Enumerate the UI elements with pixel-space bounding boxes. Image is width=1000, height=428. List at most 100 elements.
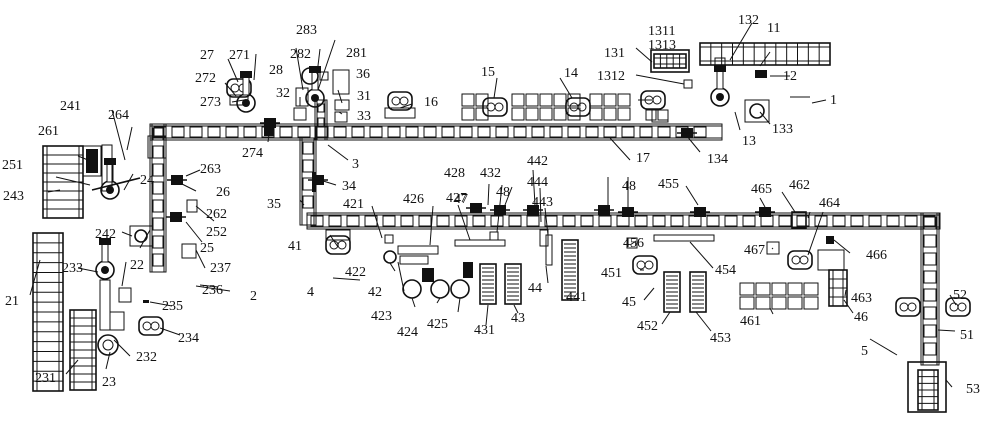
conveyor-17-cell (693, 126, 707, 138)
block-22 (118, 287, 132, 303)
label-233: 233 (62, 261, 83, 276)
rack-251 (42, 145, 84, 219)
conveyor-17-cell (279, 126, 293, 138)
shelf-461-cell (803, 296, 819, 310)
tote-431 (479, 263, 497, 305)
shelf-15b-cell (511, 93, 525, 107)
shelf-14b-cell (589, 107, 603, 121)
robot-24-hub (106, 186, 114, 194)
leader-line (493, 77, 498, 99)
motor-15-eye (494, 102, 504, 112)
leader-line (685, 185, 699, 206)
label-273: 273 (200, 95, 221, 110)
conveyor-263-cell (152, 163, 164, 177)
conveyor-17-cell (171, 126, 185, 138)
label-462: 462 (789, 178, 810, 193)
shelf-15a-cell (475, 93, 489, 107)
shelf-14b-cell (617, 93, 631, 107)
part-466 (826, 236, 834, 244)
robot-132 (710, 65, 730, 107)
leader-line (629, 240, 637, 246)
label-17: 17 (636, 151, 650, 166)
block-17r-cell (657, 109, 669, 121)
label-46: 46 (854, 310, 868, 325)
wheel-232 (97, 334, 119, 356)
head-428 (466, 203, 486, 213)
label-425: 425 (427, 317, 448, 332)
conveyor-35-cell (302, 195, 314, 209)
conveyor-4-cell (490, 215, 504, 227)
conveyor-17-cell (459, 126, 473, 138)
leader-line (317, 39, 336, 91)
motor-464-eye (799, 255, 809, 265)
leader-line (781, 191, 796, 213)
label-422: 422 (345, 265, 366, 280)
motor-234-eye (142, 321, 152, 331)
part-235 (143, 300, 149, 303)
tote-441 (561, 239, 579, 301)
conveyor-17-cell (495, 126, 509, 138)
shelf-14a (539, 93, 581, 121)
conveyor-4-cell (850, 215, 864, 227)
conveyor-17-cell (513, 126, 527, 138)
label-1311: 1311 (648, 24, 675, 39)
label-262: 262 (206, 207, 227, 222)
label-454: 454 (715, 263, 736, 278)
leader-line (159, 327, 181, 336)
leader-line (759, 197, 766, 208)
conveyor-17-cell (549, 126, 563, 138)
label-44: 44 (528, 281, 542, 296)
label-133: 133 (772, 122, 793, 137)
shelf-15a-cell (461, 107, 475, 121)
equipment-layer (32, 42, 971, 413)
conveyor-17-cell (207, 126, 221, 138)
leader-line (436, 297, 441, 304)
label-35: 35 (267, 197, 281, 212)
rod-454 (653, 234, 715, 242)
label-251: 251 (2, 158, 23, 173)
conveyor-4-cell (760, 215, 774, 227)
tote-452-frame (663, 271, 681, 313)
label-14: 14 (564, 66, 578, 81)
conveyor-4-cell (580, 215, 594, 227)
box-133 (744, 99, 770, 123)
conveyor-263 (149, 123, 167, 273)
conveyor-4-cell (562, 215, 576, 227)
label-22: 22 (130, 258, 144, 273)
leader-line (316, 48, 321, 75)
leader-line (429, 205, 434, 246)
label-232: 232 (136, 350, 157, 365)
shelf-14b (589, 93, 631, 121)
block-31 (334, 99, 350, 111)
motor-41-eye (337, 240, 347, 250)
label-236: 236 (202, 283, 223, 298)
label-283: 283 (296, 23, 317, 38)
robot-233-head (99, 238, 111, 245)
leader-line (807, 211, 811, 219)
motor-52a-eye (907, 302, 917, 312)
label-241: 241 (60, 99, 81, 114)
rod-426 (397, 245, 439, 255)
leader-line (337, 89, 343, 104)
head-455 (690, 207, 710, 217)
motor-1312-eye (652, 95, 662, 105)
label-52: 52 (953, 288, 967, 303)
label-36: 36 (356, 67, 370, 82)
label-261: 261 (38, 124, 59, 139)
shelf-461-cell (771, 282, 787, 296)
leader-line (389, 262, 396, 272)
leader-line (111, 109, 126, 161)
label-5: 5 (861, 344, 868, 359)
leader-line (55, 176, 91, 186)
motor-14 (565, 97, 591, 117)
conveyor-17 (149, 123, 723, 141)
conveyor-31-frame (314, 99, 328, 141)
wheel-425 (450, 279, 470, 299)
box-261-fill (86, 149, 98, 173)
tote-43-frame (504, 263, 522, 305)
label-272: 272 (195, 71, 216, 86)
conveyor-17-cell (585, 126, 599, 138)
conveyor-4-cell (472, 215, 486, 227)
shelf-15a (461, 93, 489, 121)
motor-14-casing (565, 97, 591, 117)
